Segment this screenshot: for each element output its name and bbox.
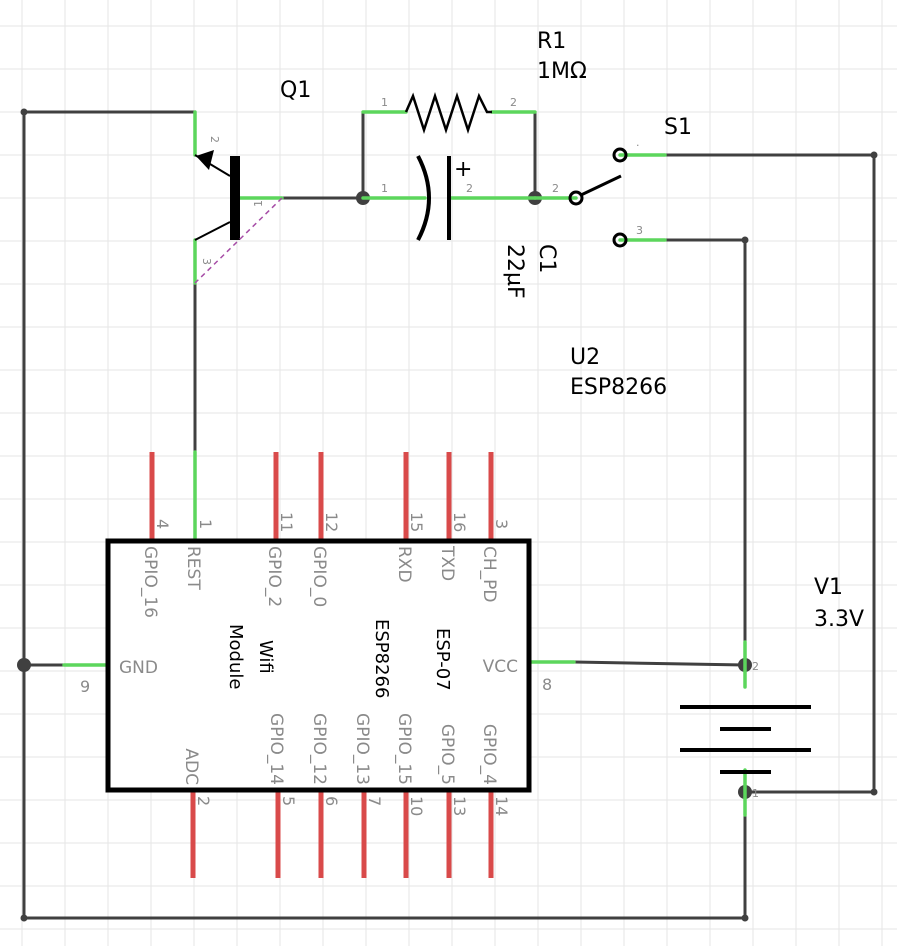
s1-ref-label: S1 — [664, 115, 692, 140]
u2-pin-num: 13 — [450, 796, 469, 816]
u2-pin-num: 11 — [277, 512, 296, 532]
u2-pin-num: 12 — [322, 512, 341, 532]
v1-pin-1-num: 1 — [752, 787, 759, 800]
u2-value-label: ESP8266 — [570, 375, 667, 400]
u2-pin-num: 16 — [450, 512, 469, 532]
u2-pin-num: 3 — [492, 519, 511, 529]
u2-pin-name: CH_PD — [479, 546, 499, 603]
u2-pin-num: 1 — [196, 519, 215, 529]
s1-common-terminal — [568, 190, 584, 206]
u2-body-text: ESP8266 — [371, 619, 392, 698]
u2-pin-name: GPIO_13 — [352, 713, 372, 785]
u2-vcc-num: 8 — [542, 675, 552, 694]
junction-dot — [870, 151, 878, 159]
u2-pin-name: GPIO_4 — [479, 724, 499, 785]
u2-body-text: ESP-07 — [432, 628, 453, 691]
r1-pin-2-num: 2 — [510, 96, 517, 109]
u2-pin-num: 10 — [407, 796, 426, 816]
u2-pin-num: 2 — [194, 796, 213, 806]
u2-body-text: Wifi — [255, 640, 276, 674]
junction-dot — [741, 914, 749, 922]
wire-vcc-v1[interactable] — [572, 660, 747, 667]
u2-gnd-name: GND — [119, 658, 158, 678]
u2-pin-name: GPIO_15 — [394, 713, 414, 785]
u2-pin-name: GPIO_12 — [309, 713, 329, 785]
s1-pin-3-num: 3 — [636, 224, 643, 237]
s1-lever — [580, 174, 622, 197]
c1-polarity-mark: + — [454, 157, 472, 182]
q1-pin-3-num: 3 — [200, 258, 213, 265]
ratsnest-line — [194, 197, 283, 284]
junction-dot — [17, 658, 31, 672]
capacitor-c1[interactable]: + 1 2 C1 22µF — [361, 155, 559, 299]
c1-pin-1-num: 1 — [381, 182, 388, 195]
u2-pin-num: 4 — [153, 519, 172, 529]
c1-curved-plate — [416, 155, 431, 241]
q1-collector-line — [194, 221, 231, 241]
u2-pin-num: 14 — [492, 796, 511, 816]
r1-pin-1-num: 1 — [381, 96, 388, 109]
u2-pin-name: RXD — [394, 546, 414, 583]
u2-vcc-name: VCC — [483, 657, 518, 677]
u2-pin-name: REST — [183, 546, 203, 590]
q1-pin-2-num: 2 — [208, 136, 221, 143]
u2-pin-name: GPIO_5 — [437, 724, 457, 785]
transistor-q1[interactable]: 2 3 1 Q1 — [193, 78, 311, 285]
c1-pin-2-num: 2 — [466, 182, 473, 195]
battery-v1[interactable]: 2 1 V1 3.3V — [680, 575, 864, 817]
switch-s1[interactable]: 2 · 3 S1 — [533, 115, 692, 248]
u2-pin-name: GPIO_2 — [264, 546, 284, 607]
u2-pin-num: 7 — [365, 796, 384, 806]
u2-pin-num: 6 — [322, 796, 341, 806]
wire-s1-p3-v1[interactable] — [663, 238, 747, 644]
junction-dot — [20, 914, 28, 922]
s1-pin-2-num: 2 — [552, 182, 559, 195]
r1-zigzag — [404, 91, 492, 135]
u2-pin-name: ADC — [181, 748, 201, 785]
s1-pin-1-num: · — [636, 139, 640, 152]
u2-gnd-num: 9 — [80, 677, 90, 696]
r1-value-label: 1MΩ — [537, 59, 587, 84]
junction-dot — [20, 108, 28, 116]
q1-pin-1-num: 1 — [252, 200, 265, 207]
s1-terminal-1 — [612, 147, 628, 163]
wire-s1-p1-rail[interactable] — [663, 153, 876, 794]
u2-pin-name: GPIO_16 — [140, 546, 160, 618]
v1-pin-2-num: 2 — [752, 660, 759, 673]
q1-base-bar — [230, 156, 240, 240]
u2-pin-num: 15 — [407, 512, 426, 532]
c1-value-label: 22µF — [502, 244, 527, 299]
r1-ref-label: R1 — [537, 29, 566, 54]
q1-ref-label: Q1 — [280, 78, 311, 103]
esp8266-module-u2[interactable]: U2 ESP8266 4 1 11 12 15 16 3 GPIO_16 RE — [62, 345, 667, 878]
v1-ref-label: V1 — [814, 575, 843, 600]
junction-dot — [870, 788, 878, 796]
u2-pin-name: TXD — [437, 545, 457, 581]
u2-ref-label: U2 — [570, 345, 600, 370]
u2-pin-num: 5 — [279, 796, 298, 806]
u2-body-text: Module — [225, 624, 246, 689]
u2-pin-name: GPIO_14 — [266, 713, 286, 785]
s1-terminal-3 — [612, 232, 628, 248]
q1-arrow-icon — [196, 150, 214, 170]
u2-body[interactable] — [105, 538, 532, 793]
resistor-r1[interactable]: 1 2 R1 1MΩ — [361, 29, 587, 135]
u2-pin-name: GPIO_0 — [309, 546, 329, 607]
c1-ref-label: C1 — [534, 244, 559, 273]
v1-value-label: 3.3V — [814, 607, 864, 632]
junction-dot — [741, 236, 749, 244]
